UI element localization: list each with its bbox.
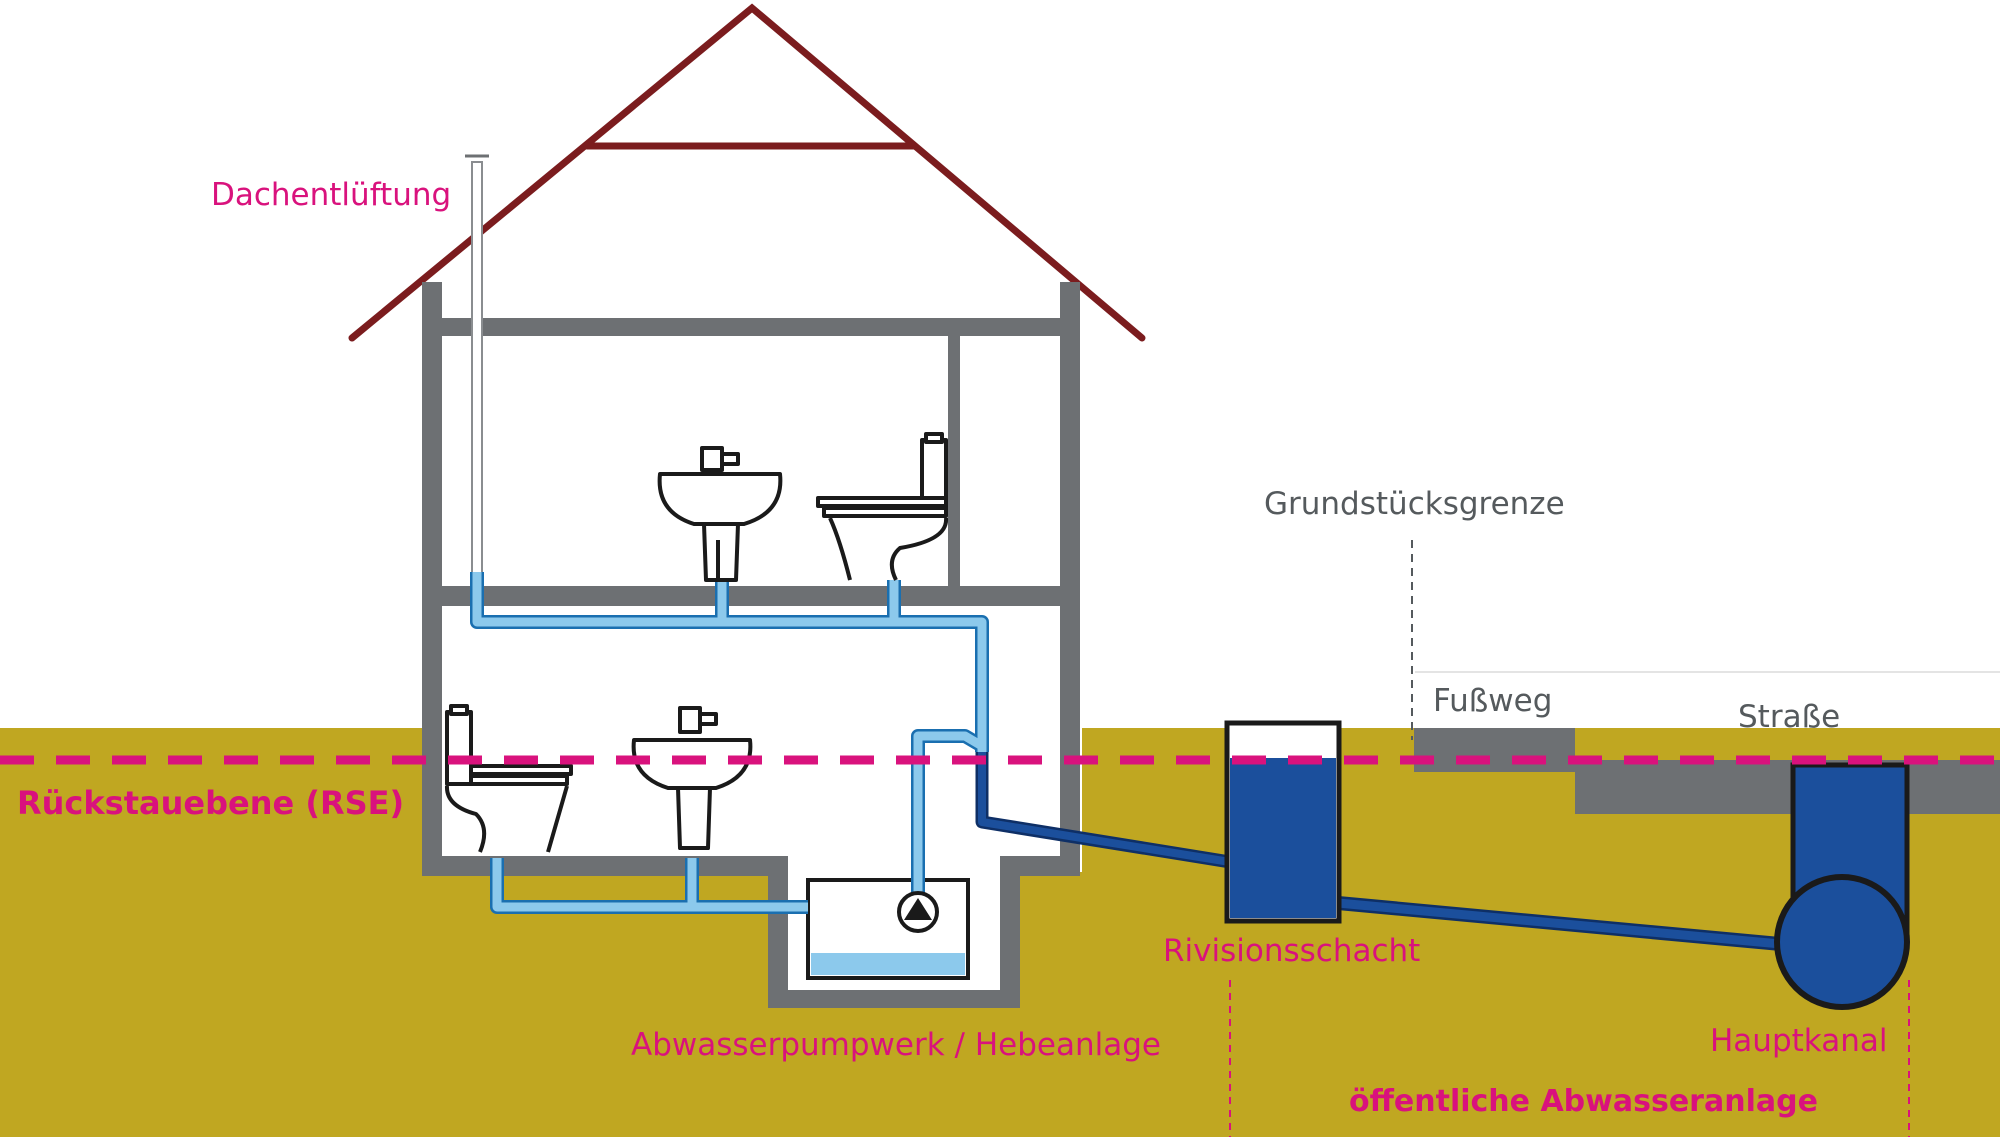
label-public-sewer: öffentliche Abwasseranlage <box>1349 1084 1818 1119</box>
label-inspection-shaft: Rivisionsschacht <box>1163 933 1421 969</box>
label-main-sewer: Hauptkanal <box>1710 1023 1888 1059</box>
label-street: Straße <box>1738 699 1841 735</box>
main-sewer <box>1774 762 1910 1010</box>
pump-icon <box>897 891 939 933</box>
inspection-shaft <box>1224 720 1342 924</box>
toilet-icon <box>445 704 573 853</box>
road <box>1414 728 2000 814</box>
dark-pipe-house-shaft <box>975 752 1232 869</box>
label-roof-vent: Dachentlüftung <box>211 177 452 213</box>
sink-icon <box>657 446 783 582</box>
roof <box>348 3 1146 342</box>
label-property-boundary: Grundstücksgrenze <box>1264 486 1565 522</box>
label-backflow-level: Rückstauebene (RSE) <box>17 784 405 822</box>
public-sewer-bounds <box>1229 980 1910 1137</box>
light-pipes-fill <box>472 572 987 912</box>
label-pump-station: Abwasserpumpwerk / Hebeanlage <box>631 1027 1161 1063</box>
toilet-icon <box>816 432 949 581</box>
pump-tank <box>806 878 970 980</box>
dark-pipe-shaft-sewer <box>1337 896 1781 951</box>
label-footpath: Fußweg <box>1433 683 1553 719</box>
